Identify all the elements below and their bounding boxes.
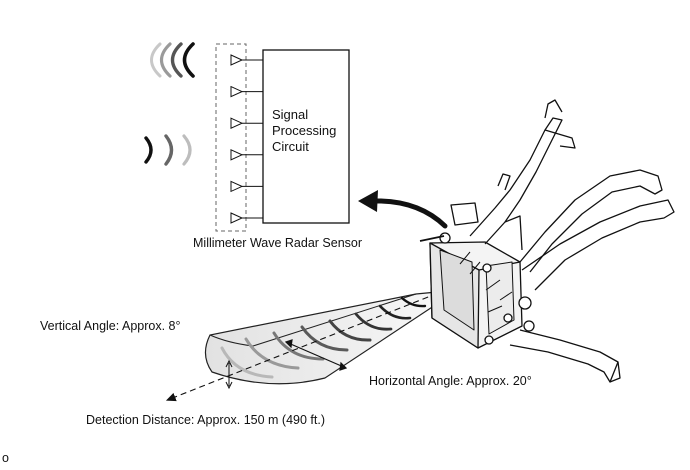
curved-pointer-arrow — [358, 190, 448, 229]
signal-processing-circuit-box — [262, 49, 350, 224]
emitted-waves — [150, 42, 195, 78]
detection-distance-label: Detection Distance: Approx. 150 m (490 f… — [86, 413, 325, 427]
box-label-line-2: Processing — [272, 123, 336, 138]
horizontal-angle-marker — [284, 339, 348, 371]
box-label-line-1: Signal — [272, 107, 308, 122]
antenna-2 — [230, 85, 244, 98]
corner-mark: o — [2, 451, 9, 465]
antenna-5 — [230, 180, 244, 193]
beam-top-edge — [209, 293, 417, 347]
antenna-array-box — [215, 43, 247, 232]
antenna-3 — [230, 117, 244, 129]
antenna-6 — [230, 212, 244, 224]
antenna-1 — [230, 54, 244, 66]
sensor-label: Millimeter Wave Radar Sensor — [193, 236, 362, 250]
box-label-line-3: Circuit — [272, 139, 309, 154]
antenna-4 — [230, 149, 244, 161]
vertical-angle-marker — [225, 359, 233, 390]
antenna-array — [230, 54, 263, 224]
detection-distance-arrow — [165, 285, 457, 402]
vertical-angle-label: Vertical Angle: Approx. 8° — [40, 319, 181, 333]
sensor-block-diagram: Signal Processing Circuit Millimeter Wav… — [144, 42, 362, 250]
radar-unit-and-bracket — [419, 99, 675, 383]
horizontal-angle-label: Horizontal Angle: Approx. 20° — [369, 374, 532, 388]
beam-wave-fronts — [220, 296, 427, 379]
received-waves — [144, 134, 192, 166]
radar-beam — [165, 285, 459, 402]
